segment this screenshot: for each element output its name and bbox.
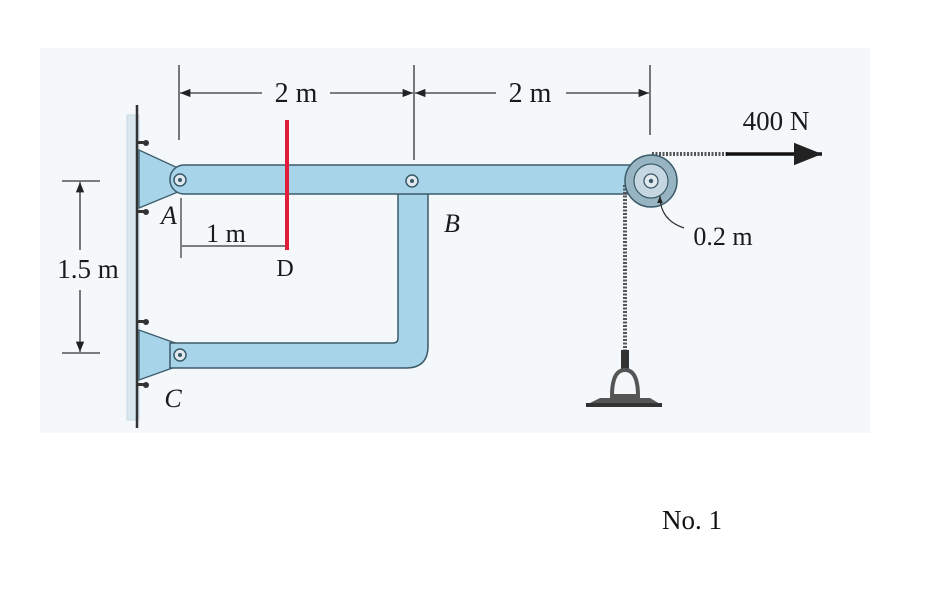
point-label-b: B (444, 209, 460, 238)
ad-label: 1 m (206, 219, 246, 248)
dim-label-top-left: 2 m (275, 78, 318, 109)
force-label: 400 N (743, 106, 810, 136)
radius-leader (657, 195, 685, 229)
dimension-top (178, 65, 651, 160)
dimension-left (62, 180, 100, 354)
dimension-ad (180, 198, 285, 258)
wall (126, 105, 149, 428)
ground-anchor (586, 350, 662, 407)
point-label-c: C (164, 384, 182, 413)
figure-background (40, 48, 870, 433)
problem-number: No. 1 (662, 505, 722, 535)
point-label-d: D (276, 256, 293, 282)
radius-label: 0.2 m (693, 222, 752, 251)
height-label: 1.5 m (57, 254, 119, 284)
point-label-a: A (159, 201, 177, 230)
pulley (624, 154, 678, 208)
dim-label-top-right: 2 m (509, 78, 552, 109)
